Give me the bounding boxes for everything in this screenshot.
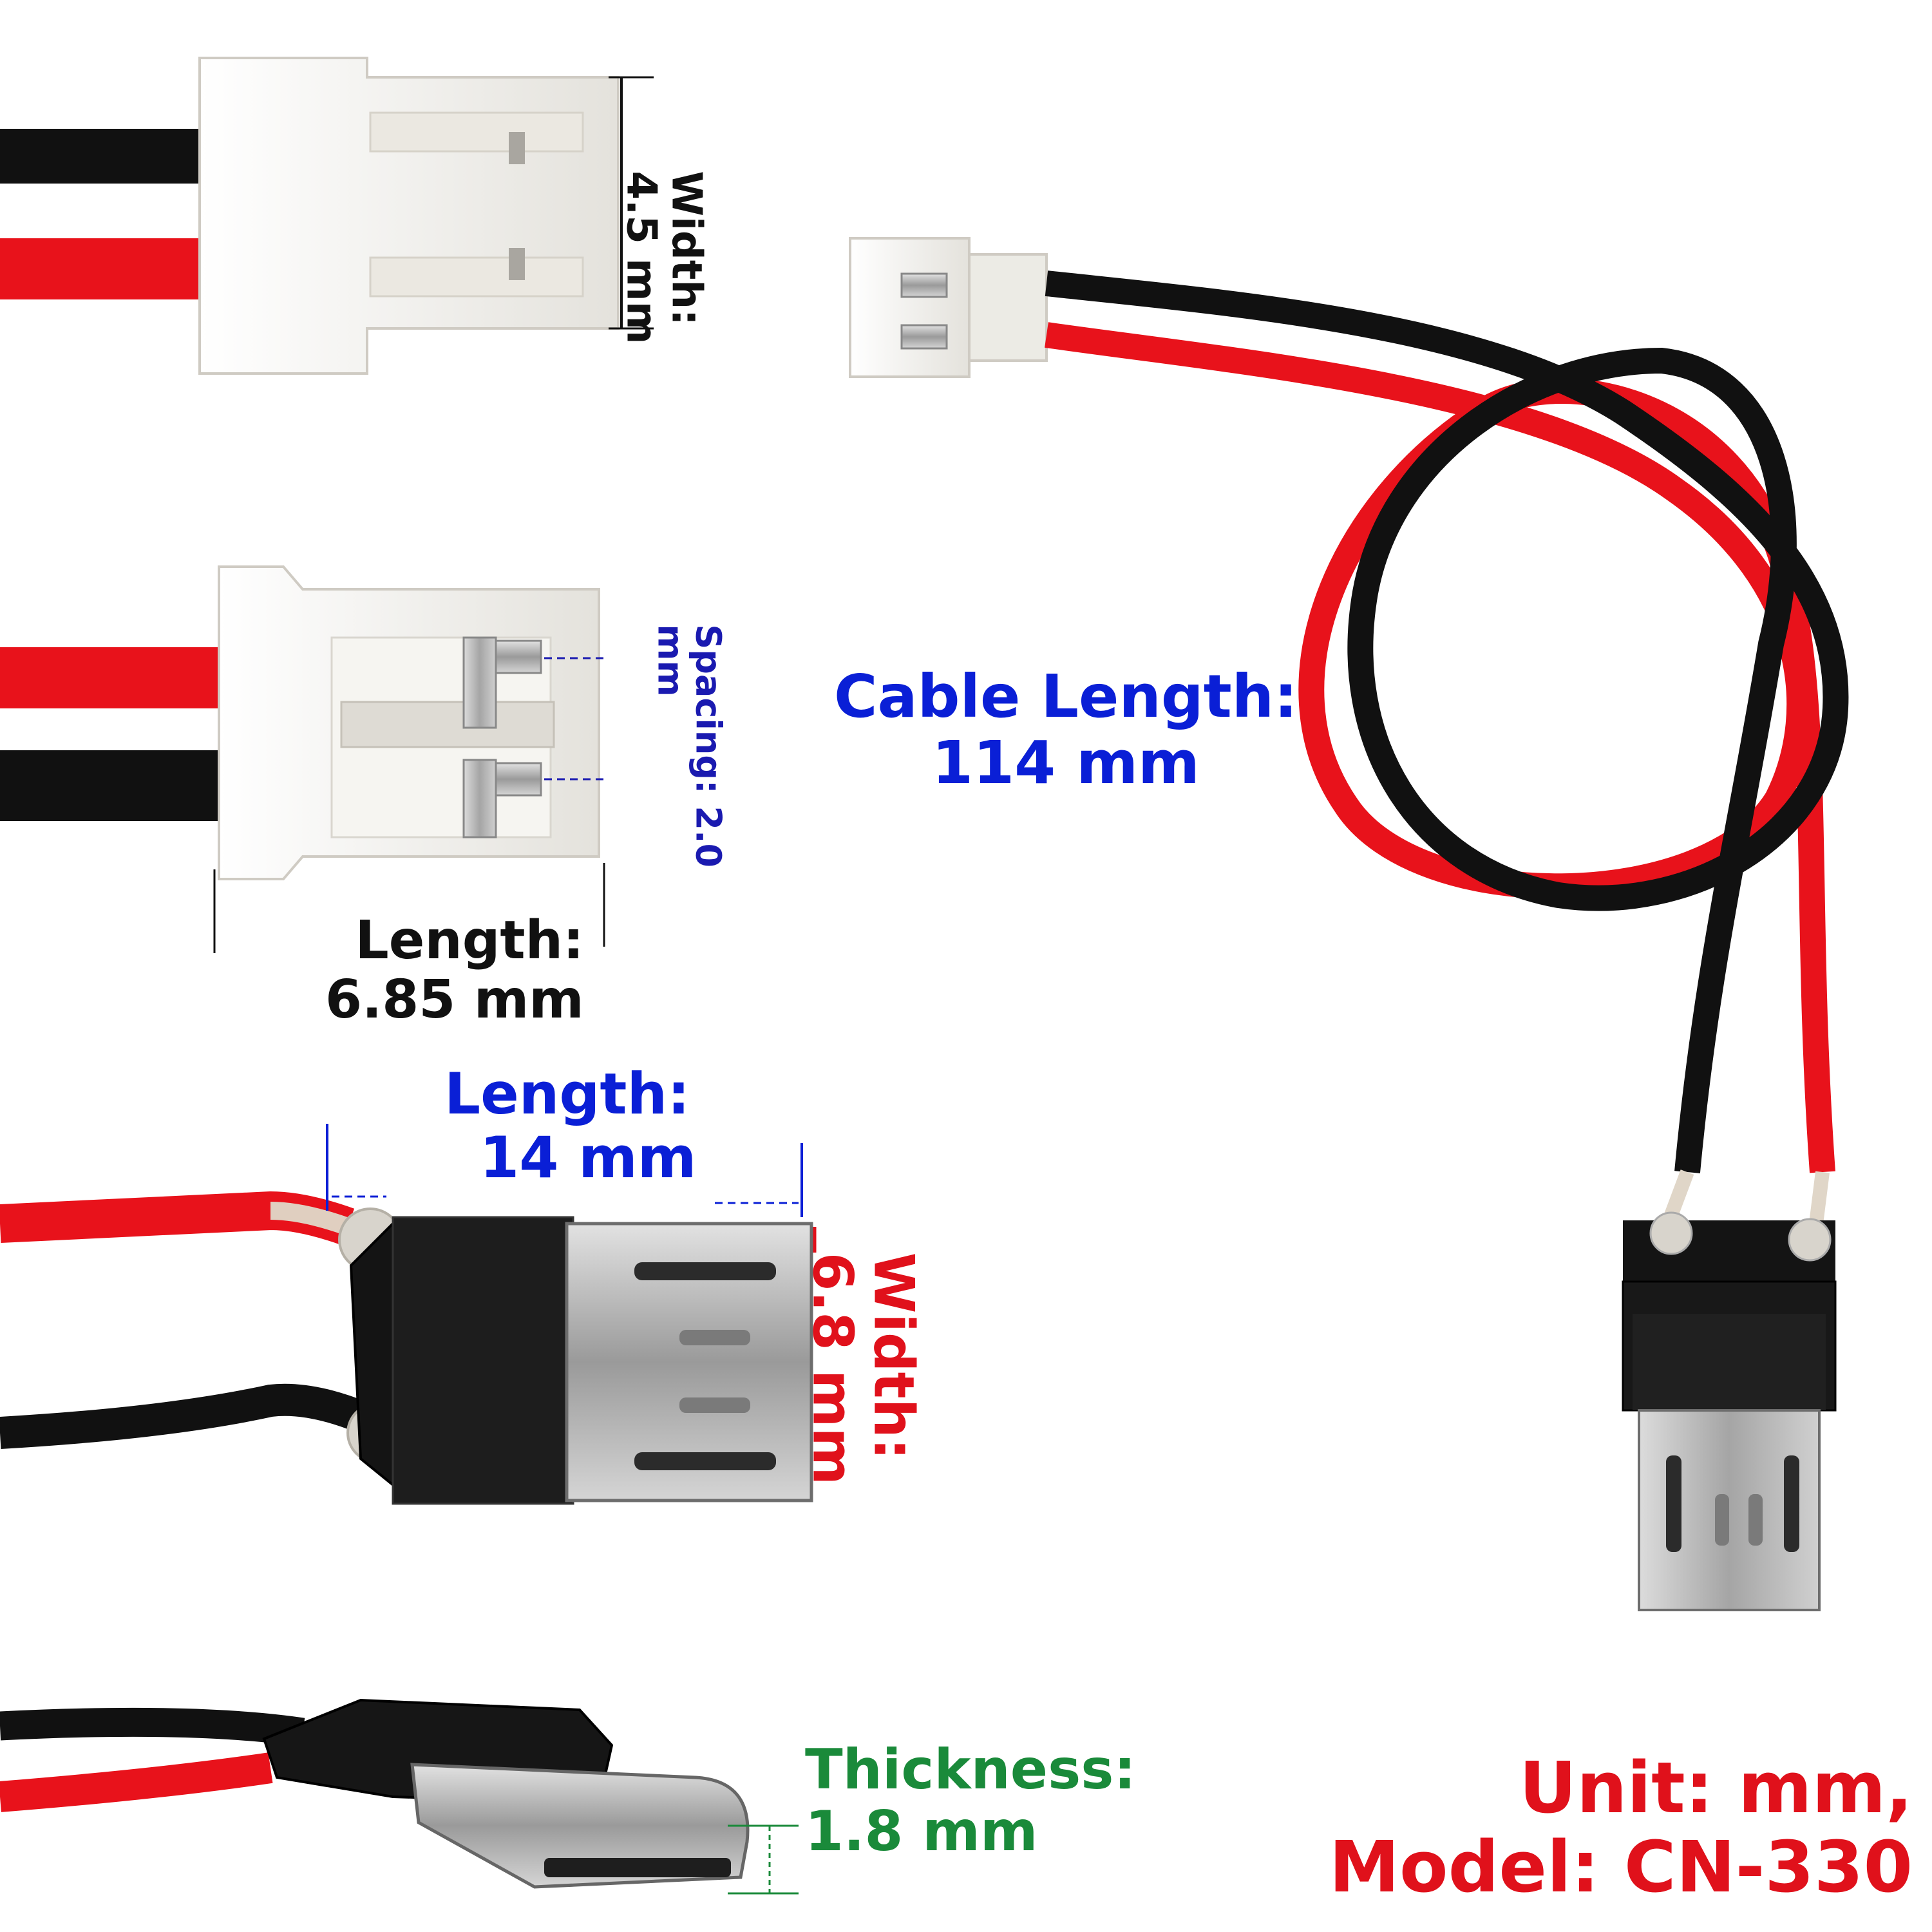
plug-slot xyxy=(634,1262,776,1280)
jst-housing xyxy=(198,57,620,375)
housing-slot xyxy=(509,248,525,280)
red-wire xyxy=(0,1752,273,1812)
red-wire-strip xyxy=(270,1202,351,1236)
jst-housing-back xyxy=(968,253,1048,362)
cable-assembly xyxy=(849,237,1849,1611)
metal-plug xyxy=(410,1763,750,1889)
housing-ridge xyxy=(369,256,584,298)
red-wire-strip xyxy=(1809,1171,1830,1225)
spacing-label: Spacing: 2.0 mm xyxy=(650,624,729,882)
metal-pin xyxy=(900,324,948,350)
plug-slot xyxy=(1784,1455,1799,1552)
metal-pin-stem xyxy=(462,759,497,838)
length-usb-label: Length: 14 mm xyxy=(444,1061,697,1191)
solder-joint xyxy=(1788,1218,1832,1262)
length-small-title: Length: xyxy=(355,910,584,971)
spacing-title: Spacing: 2.0 xyxy=(688,624,729,868)
plug-slot xyxy=(634,1452,776,1470)
length-small-label: Length: 6.85 mm xyxy=(325,911,584,1030)
width-usb-label: Width: 6.8 mm xyxy=(800,1252,926,1486)
plug-opening xyxy=(544,1858,731,1877)
metal-pin-stem xyxy=(462,636,497,729)
shell-band xyxy=(392,1216,574,1505)
red-wire xyxy=(0,238,213,299)
cable-length-value: 114 mm xyxy=(932,728,1200,798)
length-usb-title: Length: xyxy=(444,1061,690,1127)
plug-hole xyxy=(679,1330,750,1345)
jst-housing xyxy=(849,237,971,378)
jst-connector-front-view xyxy=(0,565,605,953)
unit-line: Unit: mm, xyxy=(1519,1747,1913,1829)
red-wire xyxy=(0,647,225,708)
plug-hole xyxy=(679,1397,750,1413)
housing-divider xyxy=(340,701,555,748)
jst-connector-top-view xyxy=(0,57,654,375)
spacing-unit: mm xyxy=(650,624,690,697)
cable-length-label: Cable Length: 114 mm xyxy=(834,663,1298,796)
black-wire xyxy=(0,750,225,821)
black-wire xyxy=(0,129,213,184)
width-top-value: 4.5 mm xyxy=(617,171,665,345)
thickness-label: Thickness: 1.8 mm xyxy=(805,1739,1136,1863)
micro-usb-side-view xyxy=(0,1698,799,1895)
housing-slot xyxy=(509,132,525,164)
thickness-title: Thickness: xyxy=(805,1738,1136,1802)
shell-band xyxy=(1633,1314,1826,1410)
thickness-value: 1.8 mm xyxy=(805,1799,1038,1864)
plug-hole xyxy=(1748,1494,1763,1546)
micro-usb-top-view xyxy=(0,1124,817,1505)
black-wire xyxy=(0,1707,305,1747)
cable-length-title: Cable Length: xyxy=(834,662,1298,731)
black-wire xyxy=(1045,270,1849,1173)
width-top-title: Width: xyxy=(662,171,710,326)
model-line: Model: CN-330 xyxy=(1329,1826,1913,1909)
metal-pin xyxy=(900,272,948,298)
plug-hole xyxy=(1715,1494,1729,1546)
black-wire xyxy=(0,1383,367,1449)
width-usb-title: Width: xyxy=(861,1252,926,1461)
length-usb-value: 14 mm xyxy=(480,1124,697,1191)
unit-model-label: Unit: mm, Model: CN-330 xyxy=(1329,1748,1913,1907)
housing-ridge xyxy=(369,111,584,153)
solder-joint xyxy=(1649,1211,1693,1255)
width-top-label: Width: 4.5 mm xyxy=(617,171,710,364)
plug-slot xyxy=(1666,1455,1681,1552)
length-small-value: 6.85 mm xyxy=(325,969,584,1030)
width-usb-value: 6.8 mm xyxy=(800,1252,865,1486)
